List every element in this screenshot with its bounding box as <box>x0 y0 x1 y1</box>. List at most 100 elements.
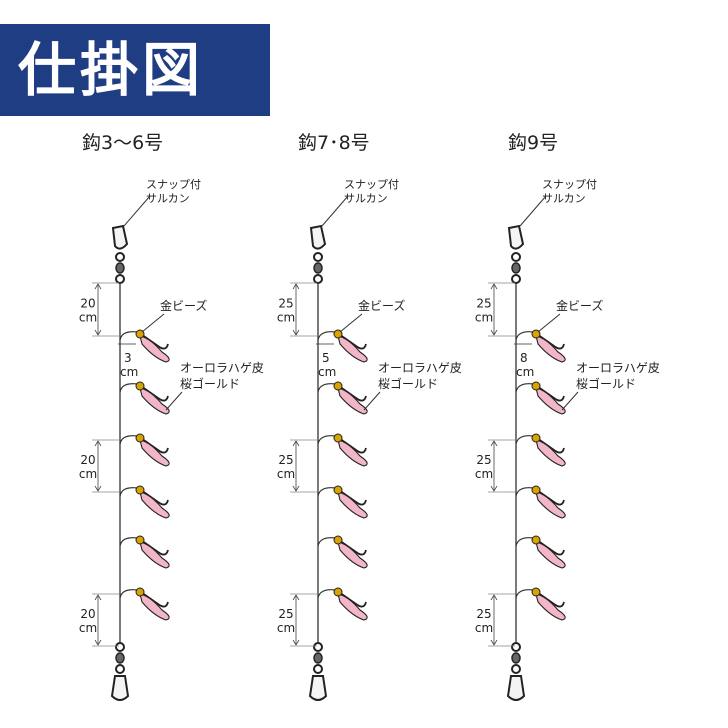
spacing-unit: cm <box>475 311 493 325</box>
dimension-arrow-top <box>490 594 498 601</box>
swivel-ring-top <box>313 252 323 262</box>
skin-label-line2: 桜ゴールド <box>576 376 636 391</box>
dimension-arrow-bottom <box>94 485 102 492</box>
swivel-barrel-top <box>313 262 323 274</box>
branch-line <box>119 487 139 497</box>
skin-label-line1: オーロラハゲ皮 <box>180 361 264 375</box>
hook <box>335 537 367 556</box>
dimension-arrow-bottom <box>490 485 498 492</box>
hook <box>335 383 367 402</box>
spacing-value: 25 <box>476 607 491 621</box>
skin-bait <box>337 541 368 569</box>
dimension-arrow-top <box>292 283 300 290</box>
branch-2 <box>317 381 368 415</box>
branch-3 <box>515 433 566 467</box>
hook <box>533 487 565 506</box>
gold-bead <box>531 485 541 495</box>
branch-length-unit: cm <box>516 365 534 379</box>
branch-line <box>515 487 535 497</box>
skin-bait <box>337 387 368 415</box>
spacing-unit: cm <box>277 311 295 325</box>
skin-bait <box>139 335 170 363</box>
dimension-arrow-bottom <box>292 329 300 336</box>
branch-line <box>119 589 139 599</box>
dimension-arrow-top <box>94 594 102 601</box>
branch-length-value: 8 <box>520 351 528 365</box>
gold-bead <box>333 587 343 597</box>
column-label-2: 鈎7･8号 <box>298 132 370 154</box>
bead-label: 金ビーズ <box>160 298 207 313</box>
snap-label-line2: サルカン <box>344 192 388 205</box>
skin-bait <box>139 593 170 621</box>
snap-clip-top <box>309 224 327 250</box>
branch-line <box>317 537 337 547</box>
branch-line <box>317 383 337 393</box>
skin-bait <box>535 439 566 467</box>
swivel-barrel-bottom <box>511 652 521 664</box>
skin-bait <box>139 491 170 519</box>
swivel-barrel-bottom <box>313 652 323 664</box>
snap-clip-top <box>111 224 129 250</box>
hook <box>335 435 367 454</box>
skin-bait <box>337 335 368 363</box>
branch-5 <box>317 535 368 569</box>
skin-bait <box>535 387 566 415</box>
gold-bead <box>333 433 343 443</box>
branch-line <box>317 435 337 445</box>
spacing-value: 20 <box>80 453 95 467</box>
branch-5 <box>515 535 566 569</box>
branch-3 <box>317 433 368 467</box>
spacing-unit: cm <box>475 467 493 481</box>
swivel-ring-top-2 <box>511 274 521 284</box>
dimension-arrow-bottom <box>490 639 498 646</box>
branch-line <box>515 383 535 393</box>
hook <box>335 487 367 506</box>
branch-4 <box>119 485 170 519</box>
skin-leader-line <box>363 391 381 411</box>
swivel-barrel-bottom <box>115 652 125 664</box>
swivel-ring-bottom-2 <box>313 664 323 674</box>
branch-line <box>317 487 337 497</box>
dimension-arrow-bottom <box>94 329 102 336</box>
spacing-unit: cm <box>79 621 97 635</box>
snap-label-line2: サルカン <box>146 192 190 205</box>
hook <box>335 589 367 608</box>
hook <box>137 331 169 350</box>
sinker-snap-bottom <box>506 675 526 701</box>
branch-2 <box>119 381 170 415</box>
branch-4 <box>515 485 566 519</box>
skin-bait <box>535 541 566 569</box>
branch-6 <box>119 587 170 621</box>
column-label-3: 鈎9号 <box>508 132 559 154</box>
snap-label-line2: サルカン <box>542 192 586 205</box>
skin-bait <box>337 439 368 467</box>
branch-1 <box>317 329 368 363</box>
skin-bait <box>139 541 170 569</box>
snap-leader-line <box>123 195 151 227</box>
swivel-ring-bottom <box>511 642 521 652</box>
dimension-arrow-bottom <box>292 639 300 646</box>
gold-bead <box>135 485 145 495</box>
column-label-1: 鈎3〜6号 <box>82 132 164 154</box>
sinker-snap-bottom <box>308 675 328 701</box>
gold-bead <box>531 433 541 443</box>
spacing-value: 25 <box>476 297 491 311</box>
dimension-arrow-top <box>94 440 102 447</box>
bead-label: 金ビーズ <box>358 298 405 313</box>
skin-bait <box>337 593 368 621</box>
spacing-value: 25 <box>278 453 293 467</box>
dimension-arrow-top <box>490 283 498 290</box>
spacing-value: 25 <box>476 453 491 467</box>
swivel-ring-top-2 <box>115 274 125 284</box>
gold-bead <box>333 381 343 391</box>
skin-bait <box>535 491 566 519</box>
snap-label-line1: スナップ付 <box>344 178 399 191</box>
branch-2 <box>515 381 566 415</box>
swivel-barrel-top <box>511 262 521 274</box>
